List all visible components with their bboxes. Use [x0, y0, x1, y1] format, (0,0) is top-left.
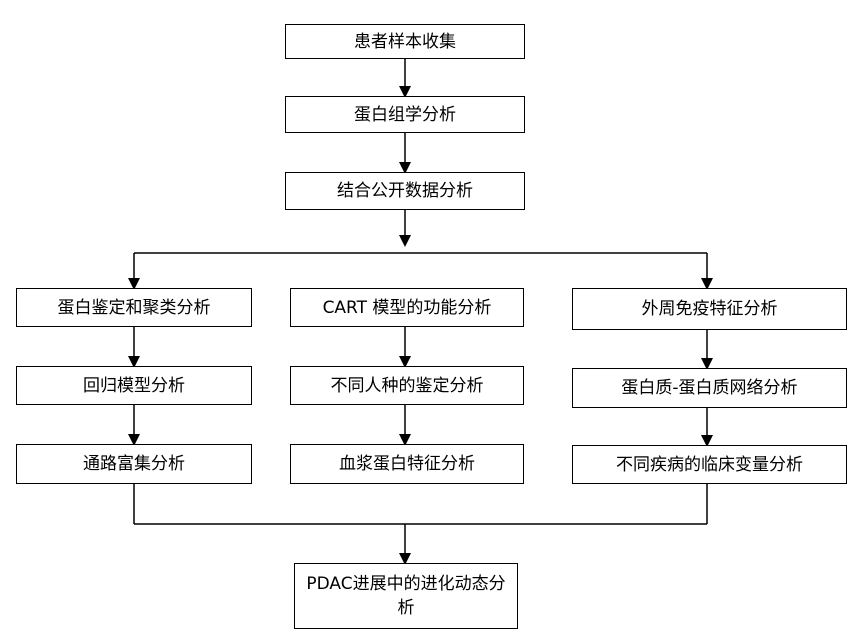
right-step-1-label: 外周免疫特征分析: [641, 299, 778, 319]
final-analysis-box: PDAC进展中的进化动态分析: [294, 563, 518, 629]
collect-samples-label: 患者样本收集: [354, 31, 456, 52]
proteomics-analysis-label: 蛋白组学分析: [354, 104, 456, 125]
middle-step-3-label: 血浆蛋白特征分析: [339, 454, 475, 474]
middle-step-1-label: CART 模型的功能分析: [322, 297, 492, 318]
left-step-3-label: 通路富集分析: [83, 454, 185, 474]
middle-step-2-label: 不同人种的鉴定分析: [330, 375, 484, 396]
right-step-3-label: 不同疾病的临床变量分析: [616, 454, 803, 475]
middle-step-2-box: 不同人种的鉴定分析: [290, 366, 524, 405]
left-step-1-label: 蛋白鉴定和聚类分析: [57, 297, 211, 318]
final-analysis-label: PDAC进展中的进化动态分析: [306, 574, 506, 618]
right-step-3-box: 不同疾病的临床变量分析: [572, 445, 847, 484]
right-step-2-box: 蛋白质-蛋白质网络分析: [572, 368, 847, 408]
middle-step-3-box: 血浆蛋白特征分析: [290, 444, 524, 484]
left-step-3-box: 通路富集分析: [16, 444, 252, 484]
left-step-2-box: 回归模型分析: [16, 366, 252, 405]
left-step-1-box: 蛋白鉴定和聚类分析: [16, 288, 252, 327]
public-data-analysis-label: 结合公开数据分析: [337, 181, 473, 201]
right-step-1-box: 外周免疫特征分析: [572, 288, 847, 330]
proteomics-analysis-box: 蛋白组学分析: [285, 96, 525, 133]
middle-step-1-box: CART 模型的功能分析: [290, 288, 524, 327]
right-step-2-label: 蛋白质-蛋白质网络分析: [621, 378, 798, 398]
left-step-2-label: 回归模型分析: [83, 375, 185, 396]
public-data-analysis-box: 结合公开数据分析: [285, 172, 525, 210]
collect-samples-box: 患者样本收集: [285, 24, 525, 59]
